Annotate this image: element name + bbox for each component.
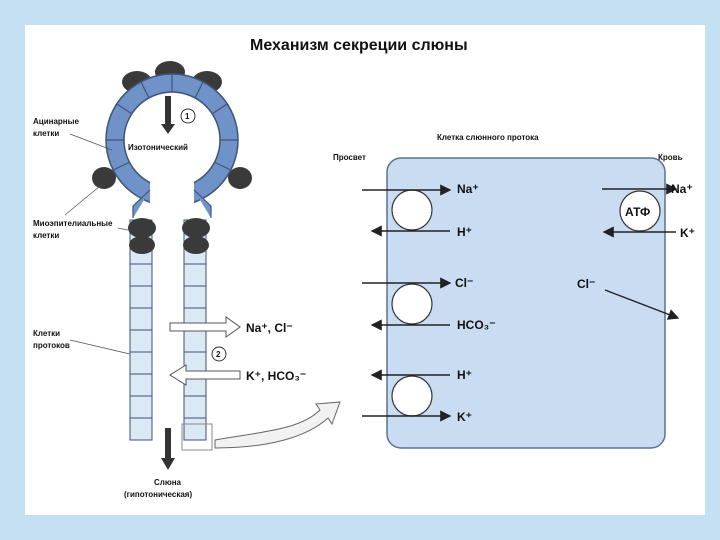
acinus: 1 bbox=[92, 61, 252, 218]
step-2-marker bbox=[211, 346, 227, 362]
ion-cl-left: Cl⁻ bbox=[455, 276, 473, 290]
myoepithelial-blob bbox=[183, 236, 209, 254]
step-1-label: 1 bbox=[185, 112, 190, 121]
cell-title: Клетка слюнного протока bbox=[437, 133, 539, 142]
zoom-arrow bbox=[214, 401, 341, 449]
ion-na-right: Na⁺ bbox=[671, 182, 693, 196]
atp-pump bbox=[619, 190, 661, 232]
page-title: Механизм секреции слюны bbox=[250, 37, 468, 54]
saliva-label-1: Слюна bbox=[154, 478, 182, 487]
acinar-cells-label-1: Ацинарные bbox=[33, 117, 79, 126]
duct-right bbox=[183, 219, 207, 441]
atp-label: АТФ bbox=[625, 205, 650, 219]
lumen-label: Просвет bbox=[333, 153, 366, 162]
out-ions-label: Na⁺, Cl⁻ bbox=[246, 321, 293, 335]
duct-cell bbox=[386, 157, 666, 449]
in-arrow bbox=[169, 364, 241, 386]
ion-k-right: K⁺ bbox=[680, 226, 695, 240]
myoepithelial-blob bbox=[182, 218, 210, 238]
ion-cl-right: Cl⁻ bbox=[577, 277, 595, 291]
myoepithelial-label-1: Миоэпителиальные bbox=[33, 219, 113, 228]
duct-cells-label-2: протоков bbox=[33, 341, 70, 350]
carrier-cl-hco3 bbox=[391, 283, 433, 325]
ion-k-left: K⁺ bbox=[457, 410, 472, 424]
step-2-label: 2 bbox=[216, 350, 221, 359]
myoepithelial-blob bbox=[92, 167, 116, 189]
carrier-h-k bbox=[391, 375, 433, 417]
carrier-na-h bbox=[391, 189, 433, 231]
in-ions-label: K⁺, HCO₃⁻ bbox=[246, 369, 306, 383]
duct-cells-label-1: Клетки bbox=[33, 329, 60, 338]
myoepithelial-blob bbox=[228, 167, 252, 189]
zoom-box bbox=[181, 423, 213, 451]
myoepithelial-label-2: клетки bbox=[33, 231, 59, 240]
isotonic-label: Изотонический bbox=[128, 143, 188, 152]
saliva-label-2: (гипотоническая) bbox=[124, 490, 192, 499]
out-arrow bbox=[169, 316, 241, 338]
ion-h-bottom: H⁺ bbox=[457, 368, 472, 382]
step-1-marker bbox=[180, 108, 196, 124]
ion-hco3: HCO₃⁻ bbox=[457, 318, 496, 332]
myoepithelial-blob bbox=[128, 218, 156, 238]
myoepithelial-blob bbox=[129, 236, 155, 254]
ion-na-left: Na⁺ bbox=[457, 182, 479, 196]
ion-h-top: H⁺ bbox=[457, 225, 472, 239]
acinar-cells-label-2: клетки bbox=[33, 129, 59, 138]
blood-label: Кровь bbox=[658, 153, 683, 162]
